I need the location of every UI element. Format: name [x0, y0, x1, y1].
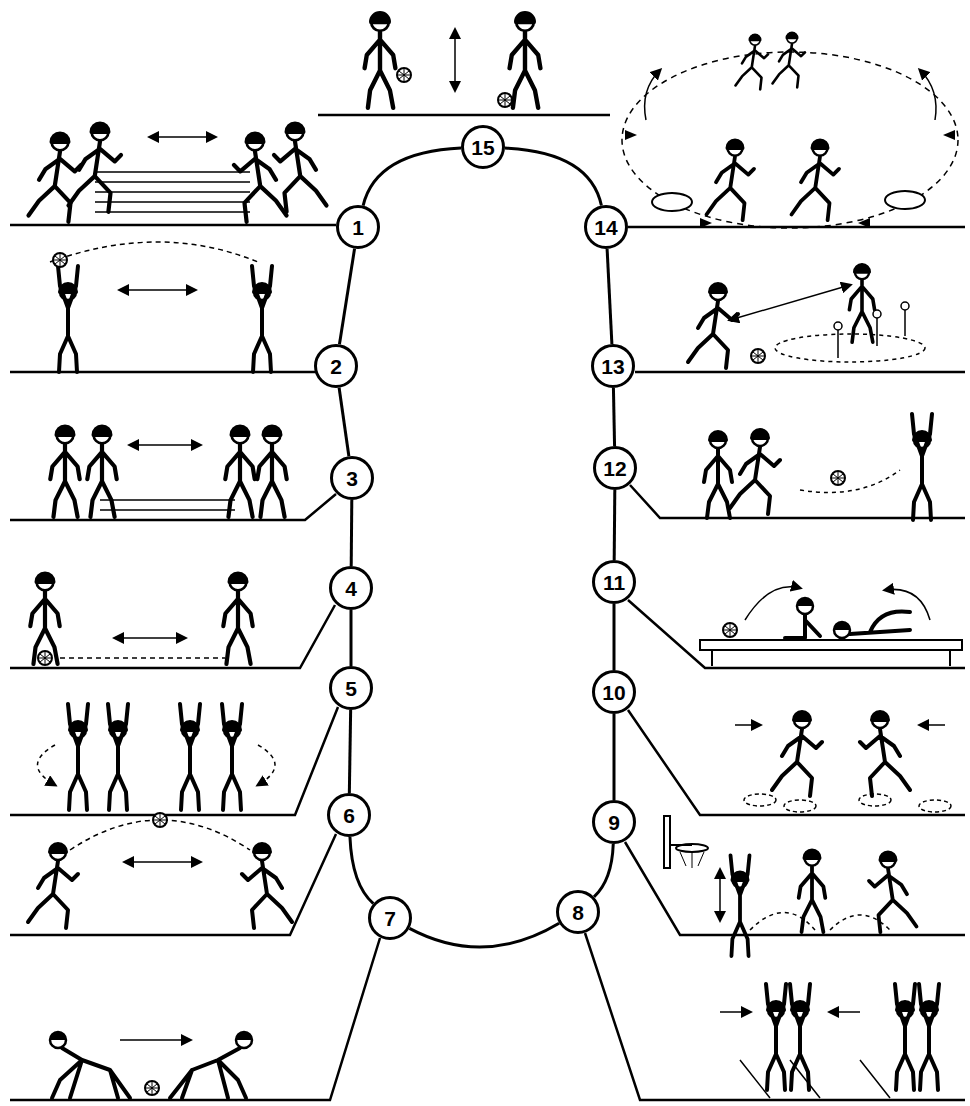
circuit-connector — [363, 148, 461, 206]
station-number: 7 — [384, 908, 396, 929]
circuit-connector — [339, 388, 349, 456]
circuit-connector — [350, 500, 354, 566]
station-circle: 12 — [593, 446, 637, 490]
circuit-connector — [613, 604, 616, 670]
station-circle: 15 — [461, 125, 505, 169]
station-number: 14 — [594, 217, 617, 238]
circuit-connector — [613, 490, 617, 560]
station-circle: 14 — [584, 205, 628, 249]
station-circle: 5 — [329, 666, 373, 710]
station-circle: 1 — [336, 205, 380, 249]
station-circle: 2 — [314, 344, 358, 388]
station-number: 8 — [572, 902, 584, 923]
station-circle: 8 — [556, 890, 600, 934]
circuit-connector — [505, 148, 601, 205]
station-circle: 13 — [591, 344, 635, 388]
station-circle: 3 — [330, 456, 374, 500]
station-number: 3 — [346, 468, 358, 489]
circuit-connector — [607, 249, 612, 344]
circuit-connector — [613, 388, 614, 446]
circuit-connector — [594, 844, 613, 897]
station-number: 5 — [345, 678, 357, 699]
station-number: 13 — [601, 356, 624, 377]
station-number: 15 — [471, 137, 494, 158]
circuit-connector — [339, 249, 354, 345]
circuit-connector — [409, 923, 559, 947]
station-number: 11 — [603, 572, 625, 593]
station-number: 4 — [345, 578, 357, 599]
station-circle: 4 — [329, 566, 373, 610]
station-number: 2 — [330, 356, 342, 377]
station-number: 12 — [603, 458, 626, 479]
station-circle: 9 — [592, 800, 636, 844]
station-number: 9 — [608, 812, 620, 833]
circuit-connector — [349, 710, 350, 793]
station-circle: 7 — [368, 896, 412, 940]
station-circle: 10 — [592, 670, 636, 714]
station-circle: 6 — [327, 793, 371, 837]
station-number: 6 — [343, 805, 355, 826]
circuit-connector — [613, 714, 616, 800]
station-number: 10 — [602, 682, 625, 703]
circuit-connector — [350, 610, 353, 666]
station-circle: 11 — [592, 560, 636, 604]
station-number: 1 — [352, 217, 364, 238]
circuit-connector — [350, 837, 373, 904]
